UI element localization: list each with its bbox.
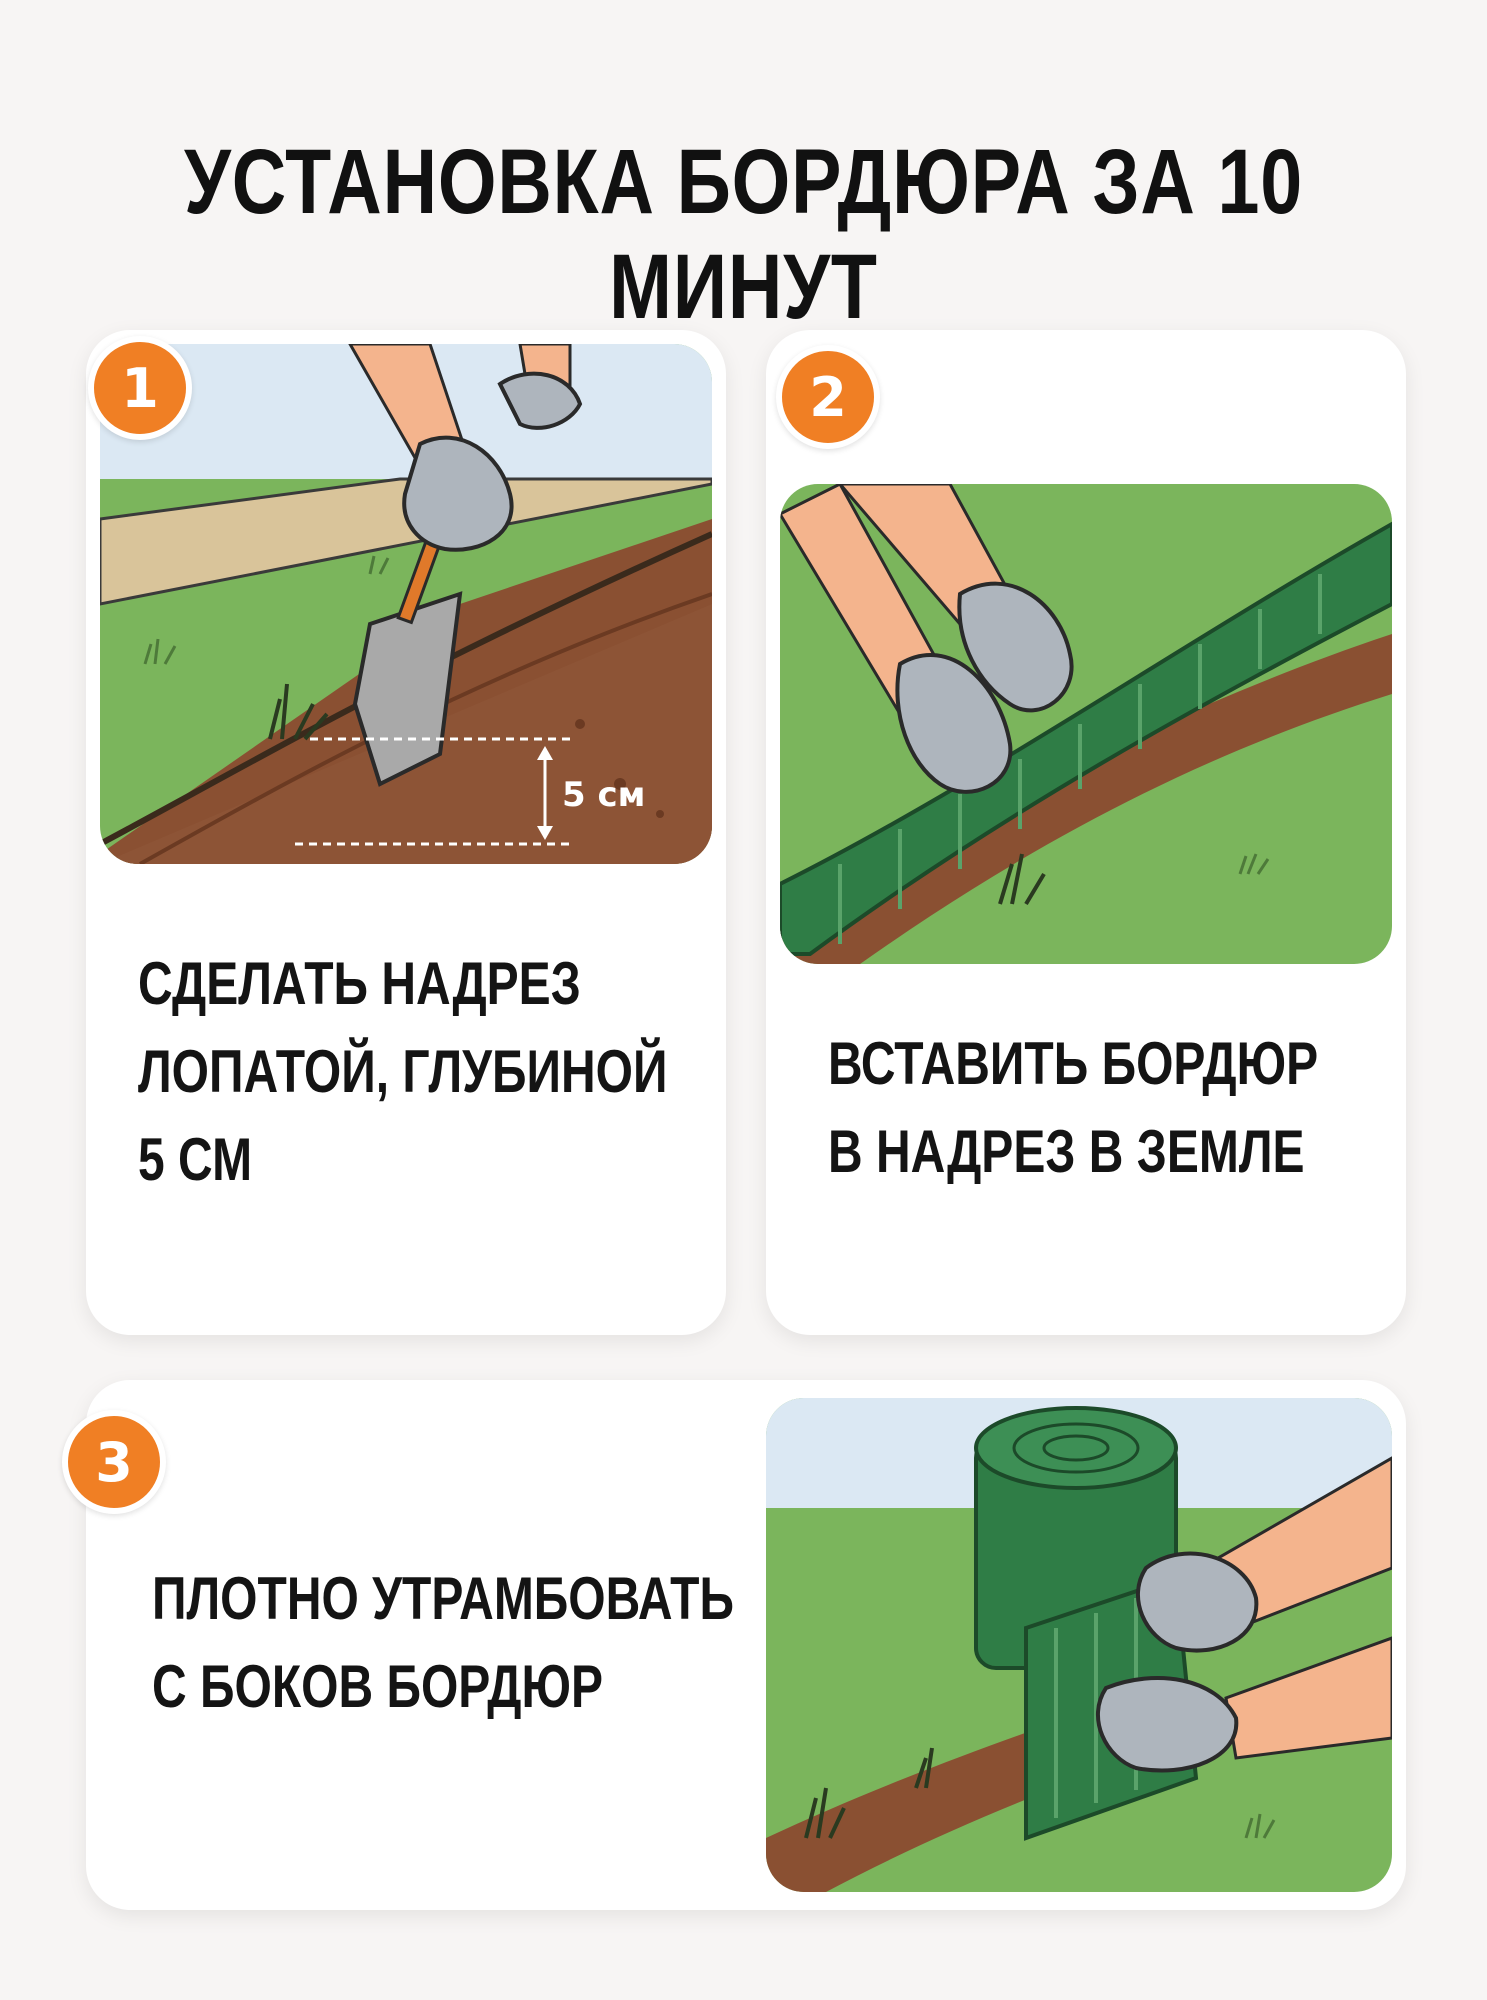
- step-1-line-3: 5 СМ: [138, 1126, 253, 1193]
- step-1-text: СДЕЛАТЬ НАДРЕЗ ЛОПАТОЙ, ГЛУБИНОЙ 5 СМ: [138, 940, 667, 1204]
- step-1-badge: 1: [88, 336, 192, 440]
- step-3-line-2: С БОКОВ БОРДЮР: [152, 1653, 604, 1720]
- step-1-card: 5 см СДЕЛАТЬ НАДРЕЗ ЛОПАТОЙ, ГЛУБИНОЙ 5 …: [86, 330, 726, 1335]
- step-2-line-1: ВСТАВИТЬ БОРДЮР: [828, 1030, 1319, 1097]
- step-2-illustration: [780, 484, 1392, 964]
- step-2-text: ВСТАВИТЬ БОРДЮР В НАДРЕЗ В ЗЕМЛЕ: [828, 1020, 1318, 1196]
- step-3-illustration: [766, 1398, 1392, 1892]
- step-1-illustration: 5 см: [100, 344, 712, 864]
- step-2-card: ВСТАВИТЬ БОРДЮР В НАДРЕЗ В ЗЕМЛЕ: [766, 330, 1406, 1335]
- step-2-badge: 2: [776, 345, 880, 449]
- step-3-text: ПЛОТНО УТРАМБОВАТЬ С БОКОВ БОРДЮР: [152, 1555, 734, 1731]
- step-3-card: ПЛОТНО УТРАМБОВАТЬ С БОКОВ БОРДЮР: [86, 1380, 1406, 1910]
- step-3-badge: 3: [62, 1410, 166, 1514]
- page-title: УСТАНОВКА БОРДЮРА ЗА 10 МИНУТ: [183, 131, 1304, 338]
- step-1-line-2: ЛОПАТОЙ, ГЛУБИНОЙ: [138, 1038, 668, 1105]
- step-1-line-1: СДЕЛАТЬ НАДРЕЗ: [138, 950, 581, 1017]
- step-2-line-2: В НАДРЕЗ В ЗЕМЛЕ: [828, 1118, 1305, 1185]
- depth-label: 5 см: [562, 775, 645, 815]
- step-3-line-1: ПЛОТНО УТРАМБОВАТЬ: [152, 1565, 734, 1632]
